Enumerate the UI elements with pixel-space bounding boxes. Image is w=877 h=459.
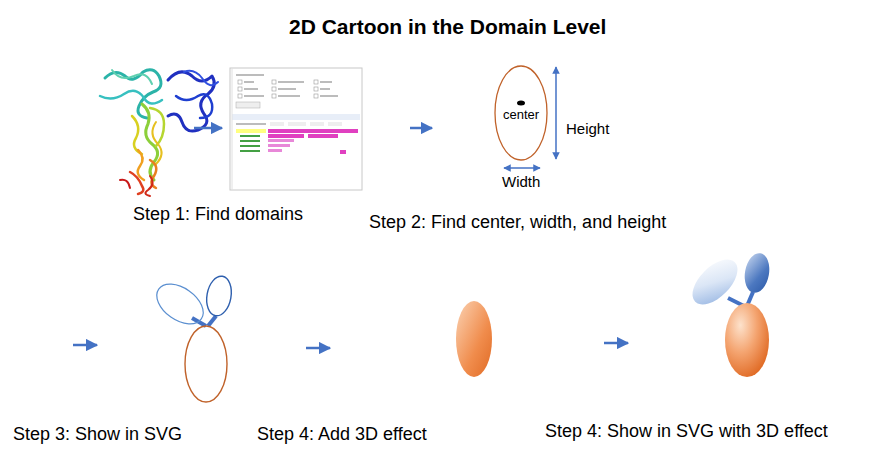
step-caption: Step 2: Find center, width, and height xyxy=(369,212,666,233)
step-caption: Step 3: Show in SVG xyxy=(13,424,182,445)
step-caption: Step 4: Add 3D effect xyxy=(257,424,427,445)
step-caption: Step 4: Show in SVG with 3D effect xyxy=(545,421,828,442)
dimension-label: Width xyxy=(502,173,540,190)
node-text: center xyxy=(503,107,539,122)
dimension-label: Height xyxy=(566,120,609,137)
title: 2D Cartoon in the Domain Level xyxy=(289,15,606,39)
domain-ellipse: center xyxy=(494,65,548,161)
step-caption: Step 1: Find domains xyxy=(133,204,303,225)
